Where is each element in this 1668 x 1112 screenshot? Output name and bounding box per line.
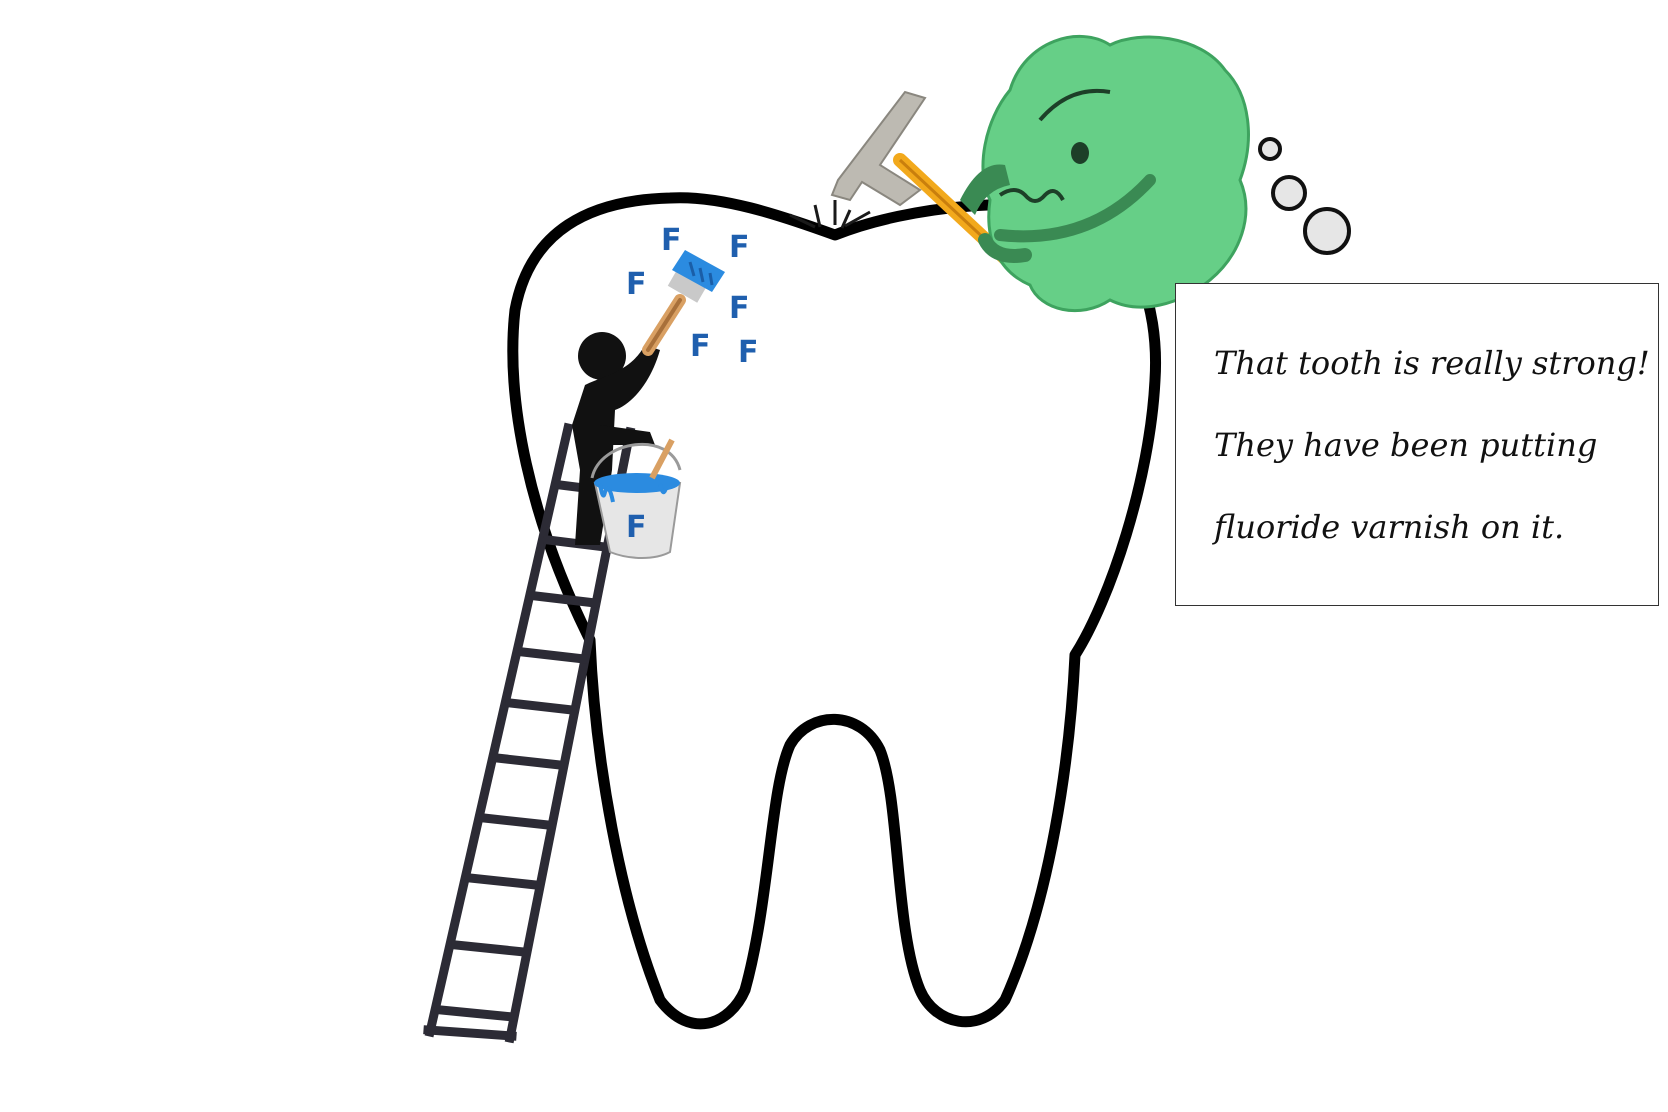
fluoride-letter: F: [626, 267, 647, 302]
fluoride-letters: F F F F F F: [626, 223, 759, 370]
thought-line-3: fluoride varnish on it.: [1214, 508, 1565, 546]
paintbrush-icon: [642, 250, 725, 356]
fluoride-letter: F: [661, 223, 682, 258]
fluoride-letter: F: [738, 335, 759, 370]
person-icon: [572, 332, 660, 545]
thought-line-1: That tooth is really strong!: [1214, 344, 1650, 382]
fluoride-letter: F: [729, 230, 750, 265]
paint-bucket-icon: F: [590, 438, 682, 559]
fluoride-letter: F: [690, 329, 711, 364]
thought-bubbles-icon: [1258, 137, 1351, 255]
tooth-icon: [507, 192, 1162, 1030]
germ-icon: [960, 34, 1250, 313]
thought-text-box: That tooth is really strong! They have b…: [1175, 283, 1659, 606]
thought-line-2: They have been putting: [1214, 426, 1598, 464]
crack-marks: [789, 200, 871, 229]
fluoride-letter: F: [729, 291, 750, 326]
bucket-f-label: F: [626, 510, 647, 545]
